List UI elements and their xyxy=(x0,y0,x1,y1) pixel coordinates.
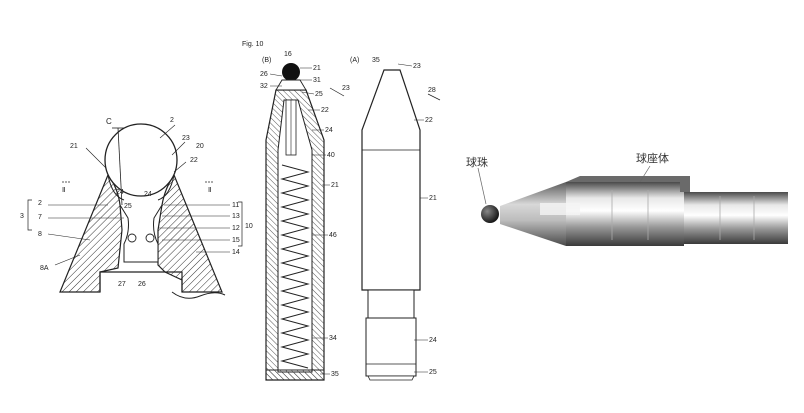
fig2a-label-23: 23 xyxy=(413,63,421,70)
fig1-section-right: Ⅱ xyxy=(208,187,211,194)
fig1-label-10: 10 xyxy=(245,223,253,230)
fig1-label-13: 13 xyxy=(232,213,240,220)
fig1-label-24a: 24 xyxy=(116,189,124,196)
figure1-ball-socket-section: C 2 23 20 21 22 24 24 25 2 7 8 3 11 13 1… xyxy=(20,117,253,299)
fig1-label-22: 22 xyxy=(190,157,198,164)
fig2-label-40: 40 xyxy=(327,152,335,159)
fig2-label-25: 25 xyxy=(315,91,323,98)
fig2-label-24: 24 xyxy=(325,127,333,134)
fig2-title: Fig. 10 xyxy=(242,41,264,48)
fig1-label-24b: 24 xyxy=(144,191,152,198)
fig1-label-20: 20 xyxy=(196,143,204,150)
fig3-label-ball: 球珠 xyxy=(466,155,488,169)
fig2a-label-22: 22 xyxy=(425,117,433,124)
fig2-part-b: (B) xyxy=(262,57,271,64)
figure3-pen-tip-render: 球珠 球座体 xyxy=(466,151,788,246)
fig2a-part: (A) xyxy=(350,57,359,64)
fig1-label-11: 11 xyxy=(232,202,239,209)
fig2-label-35: 35 xyxy=(331,371,339,378)
fig1-label-8a: 8A xyxy=(40,265,49,272)
fig2a-label-28: 28 xyxy=(428,87,436,94)
fig2-label-26: 26 xyxy=(260,71,268,78)
fig1-label-12: 12 xyxy=(232,225,240,232)
fig2-label-16: 16 xyxy=(284,51,292,58)
figure2-refill-section-b: Fig. 10 (B) 16 21 26 31 32 25 23 22 24 4… xyxy=(242,41,350,381)
fig1-label-2: 2 xyxy=(170,117,174,124)
fig1-label-3: 3 xyxy=(20,213,24,220)
fig1-label-c: C xyxy=(106,117,112,126)
fig1-label-14: 14 xyxy=(232,249,240,256)
fig2-label-21: 21 xyxy=(331,182,339,189)
fig2-label-21-top: 21 xyxy=(313,65,321,72)
fig1-label-15: 15 xyxy=(232,237,240,244)
fig1-label-23: 23 xyxy=(182,135,190,142)
fig2a-label-25: 25 xyxy=(429,369,437,376)
fig2-label-22: 22 xyxy=(321,107,329,114)
fig1-label-8: 8 xyxy=(38,231,42,238)
fig1-label-2-left: 2 xyxy=(38,200,42,207)
fig2-label-34: 34 xyxy=(329,335,337,342)
fig2-label-31: 31 xyxy=(313,77,321,84)
fig2-label-32: 32 xyxy=(260,83,268,90)
figure2-refill-outline-a: (A) 35 23 28 22 21 24 25 xyxy=(350,57,441,381)
fig3-label-seat: 球座体 xyxy=(636,151,669,165)
fig1-section-left: Ⅱ xyxy=(62,187,65,194)
fig1-label-7: 7 xyxy=(38,214,42,221)
fig1-label-27: 27 xyxy=(118,281,126,288)
fig1-label-21: 21 xyxy=(70,143,78,150)
fig2-label-23: 23 xyxy=(342,85,350,92)
fig2a-label-35: 35 xyxy=(372,57,380,64)
fig2a-label-24: 24 xyxy=(429,337,437,344)
fig2a-label-21: 21 xyxy=(429,195,437,202)
fig2-label-46: 46 xyxy=(329,232,337,239)
fig1-label-25: 25 xyxy=(124,203,132,210)
fig1-label-26: 26 xyxy=(138,281,146,288)
